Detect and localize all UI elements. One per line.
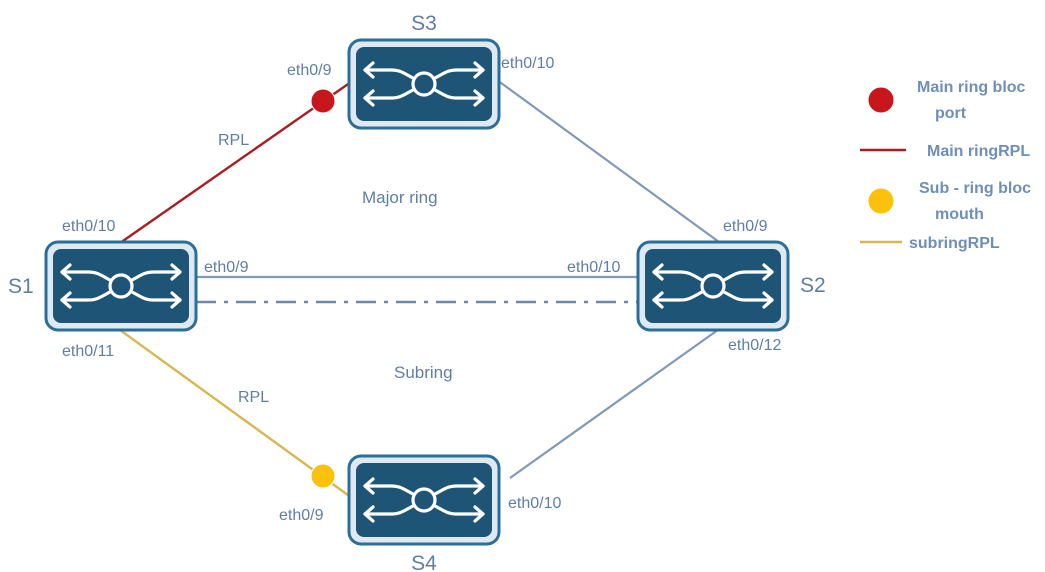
- legend-main-block-label-1: Main ring bloc: [917, 79, 1026, 96]
- legend-sub-rpl-label: subringRPL: [909, 235, 1000, 252]
- legend-sub-block-label-1: Sub - ring bloc: [919, 180, 1031, 197]
- switch-s4[interactable]: [347, 454, 501, 546]
- port-s2-eth0-9: eth0/9: [723, 218, 768, 235]
- main-ring-block-port: [310, 88, 336, 114]
- legend: Main ring bloc port Main ringRPL Sub - r…: [860, 79, 1031, 252]
- switch-s2-name: S2: [800, 274, 826, 297]
- switch-s1[interactable]: [44, 240, 198, 332]
- subring-label: Subring: [394, 363, 453, 382]
- port-s4-eth0-10: eth0/10: [508, 495, 561, 512]
- link-s3-s2: [496, 79, 720, 243]
- legend-sub-block-icon: [867, 187, 895, 215]
- legend-sub-block-label-2: mouth: [935, 206, 984, 223]
- legend-main-block-label-2: port: [935, 105, 967, 122]
- switch-s3[interactable]: [347, 38, 501, 130]
- main-rpl-label: RPL: [218, 132, 249, 149]
- port-s4-eth0-9: eth0/9: [279, 507, 324, 524]
- switch-s1-name: S1: [8, 275, 34, 298]
- port-s3-eth0-9: eth0/9: [287, 62, 332, 79]
- sub-rpl-label: RPL: [238, 389, 269, 406]
- port-s2-eth0-12: eth0/12: [728, 337, 781, 354]
- port-s1-eth0-10: eth0/10: [62, 218, 115, 235]
- port-s1-eth0-11: eth0/11: [62, 343, 114, 360]
- major-ring-label: Major ring: [362, 188, 438, 207]
- link-s2-s4: [509, 326, 723, 479]
- switch-s3-name: S3: [411, 12, 437, 35]
- legend-main-rpl-label: Main ringRPL: [927, 143, 1030, 160]
- port-s3-eth0-10: eth0/10: [501, 55, 554, 72]
- switch-s2[interactable]: [636, 240, 790, 332]
- port-s1-eth0-9: eth0/9: [204, 259, 249, 276]
- legend-main-block-icon: [867, 86, 895, 114]
- port-s2-eth0-10: eth0/10: [567, 259, 620, 276]
- switch-s4-name: S4: [411, 552, 437, 572]
- main-rpl-link-s1-s3: [119, 81, 352, 244]
- sub-ring-block-port: [310, 463, 336, 489]
